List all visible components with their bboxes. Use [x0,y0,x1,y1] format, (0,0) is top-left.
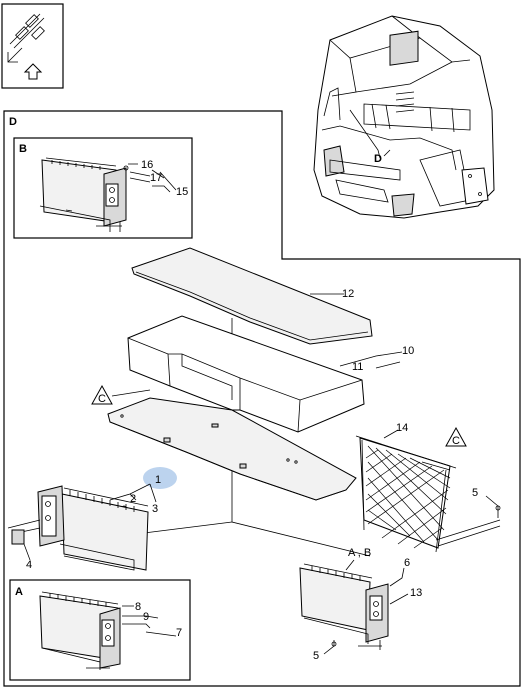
callout-3: 3 [152,503,158,515]
callout-4: 4 [26,559,32,571]
arrow-up-icon [23,63,43,80]
callout-9: 9 [143,611,149,623]
callout-5-right: 5 [472,487,478,499]
callout-ab: A , B [348,547,371,559]
part-14-net: 14 5 [355,422,501,553]
highlight-marker [143,467,177,489]
detail-view-b: B 16 17 15 [13,137,193,239]
part-right-bracket: A , B 6 13 5 [299,547,422,662]
cab-view-pointer-label: D [374,153,382,165]
part-1-floor-plate [107,397,357,501]
marker-c-right-label: C [452,435,460,447]
callout-5-bottom: 5 [313,650,319,662]
callout-1: 1 [155,474,161,486]
main-view-label: D [9,116,17,128]
detail-b-label: B [19,143,27,155]
part-12-top-panel: 12 [131,247,373,372]
callout-10: 10 [402,345,414,357]
part-left-bracket: 4 [7,485,149,571]
detail-a-label: A [15,586,23,598]
callout-2: 2 [130,493,136,505]
marker-c-right: C [445,426,467,447]
callout-15: 15 [176,186,188,198]
grid-position-icon [7,13,45,63]
marker-c-left-label: C [98,393,106,405]
part-11-insulation-block: 11 10 [119,315,414,557]
marker-c-left: C [91,384,151,405]
callout-14: 14 [396,422,408,434]
callout-11: 11 [352,361,363,373]
callout-13: 13 [410,587,422,599]
callout-17: 17 [150,172,162,184]
callout-7: 7 [176,627,182,639]
truck-cab-illustration: D [313,15,495,219]
callout-8: 8 [135,601,141,613]
orientation-box [1,3,64,89]
callout-12: 12 [342,288,354,300]
callout-6: 6 [404,557,410,569]
detail-view-a: A 8 9 7 [9,579,191,681]
callout-16: 16 [141,159,153,171]
